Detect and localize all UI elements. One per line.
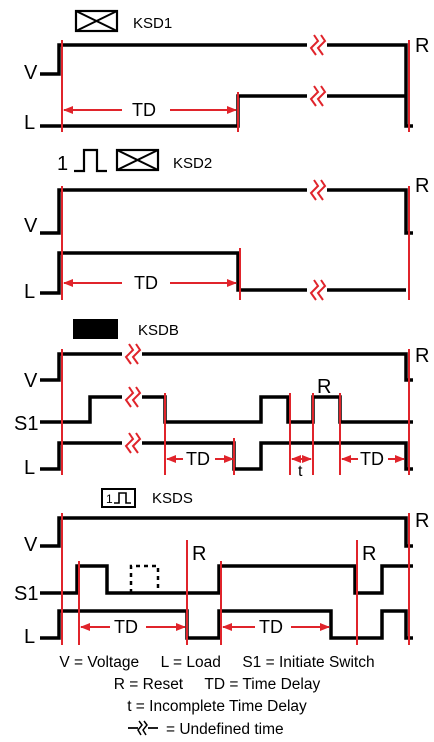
panel-title: KSDB: [138, 322, 179, 339]
legend-line-1: V = Voltage L = Load S1 = Initiate Switc…: [59, 654, 374, 671]
solid-block-icon: [73, 319, 118, 339]
signal-label-v: V: [24, 215, 38, 237]
signal-label-v: V: [24, 370, 38, 392]
legend-line-2: R = Reset TD = Time Delay: [114, 676, 321, 693]
relay-coil-icon: [74, 9, 119, 33]
legend: V = Voltage L = Load S1 = Initiate Switc…: [59, 654, 374, 738]
voltage-trace: [40, 516, 413, 548]
svg-text:1: 1: [106, 492, 113, 506]
signal-label-s1: S1: [14, 583, 38, 605]
signal-label-l: L: [24, 457, 35, 479]
pulse-count-label: 1: [57, 153, 68, 175]
t-label: t: [298, 463, 303, 480]
td-label: TD: [114, 617, 138, 637]
reset-label: R: [415, 175, 429, 197]
reset-label: R: [362, 543, 376, 565]
reset-label: R: [192, 543, 206, 565]
legend-line-3: t = Incomplete Time Delay: [127, 698, 307, 715]
reset-label: R: [415, 35, 429, 57]
reset-label: R: [415, 510, 429, 532]
optional-pulse-dotted: [129, 564, 160, 593]
td-label: TD: [259, 617, 283, 637]
initiate-switch-trace: [40, 564, 413, 595]
signal-label-v: V: [24, 62, 38, 84]
reset-label: R: [317, 376, 331, 398]
load-trace: [40, 609, 413, 640]
initiate-switch-trace: [40, 395, 413, 424]
undefined-time-symbol-icon: [128, 720, 158, 736]
td-label: TD: [186, 449, 210, 469]
undefined-time-break: [307, 179, 327, 301]
td-label: TD: [132, 100, 156, 120]
legend-line-4: = Undefined time: [166, 721, 284, 738]
single-pulse-badge-icon: 1: [101, 488, 136, 508]
load-trace: [40, 441, 413, 471]
relay-coil-icon: [115, 148, 160, 172]
pulse-icon: [74, 148, 107, 173]
signal-label-l: L: [24, 112, 35, 134]
signal-label-s1: S1: [14, 413, 38, 435]
undefined-time-break: [122, 343, 142, 454]
panel-title: KSD1: [133, 15, 172, 32]
load-trace: [40, 251, 406, 295]
signal-label-l: L: [24, 626, 35, 648]
panel-ksdb: KSDB V S1 L R R TD t: [14, 319, 429, 480]
signal-label-l: L: [24, 281, 35, 303]
voltage-trace: [40, 43, 413, 128]
voltage-trace: [40, 188, 413, 235]
panel-title: KSDS: [152, 490, 193, 507]
panel-ksd1: KSD1 V L R TD: [24, 9, 429, 134]
panel-ksds: 1 KSDS V S1 L R R R TD TD: [14, 488, 429, 648]
voltage-trace: [40, 352, 413, 382]
undefined-time-break: [307, 34, 327, 107]
reset-label: R: [415, 345, 429, 367]
td-label: TD: [360, 449, 384, 469]
panel-title: KSD2: [173, 155, 212, 172]
panel-ksd2: 1 KSD2 V L R TD: [24, 148, 429, 303]
td-label: TD: [134, 273, 158, 293]
signal-label-v: V: [24, 534, 38, 556]
